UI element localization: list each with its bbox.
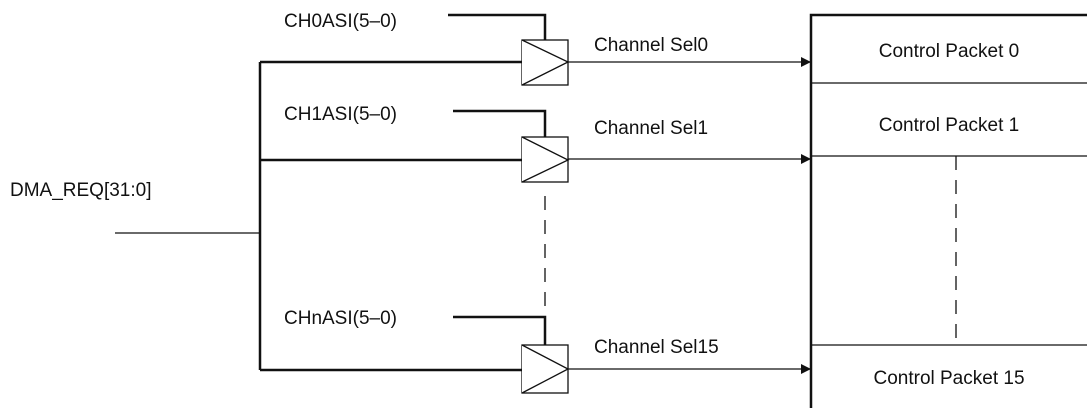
control-packet-15: Control Packet 15: [873, 368, 1024, 389]
channel-sel-label-1: Channel Sel1: [594, 118, 708, 139]
channel-sel-label-0: Channel Sel0: [594, 35, 708, 56]
asi-label-1: CH1ASI(5–0): [284, 104, 397, 125]
selector-15: CHnASI(5–0) Channel Sel15: [284, 308, 811, 394]
selector-1: CH1ASI(5–0) Channel Sel1: [284, 104, 811, 183]
input-bus-label: DMA_REQ[31:0]: [10, 180, 152, 201]
control-packet-table: Control Packet 0 Control Packet 1 Contro…: [809, 13, 1087, 408]
control-packet-0: Control Packet 0: [879, 41, 1019, 62]
channel-sel-label-15: Channel Sel15: [594, 337, 719, 358]
control-packet-table-border: [809, 13, 1087, 408]
asi-label-0: CH0ASI(5–0): [284, 11, 397, 32]
mux-triangle-1: [521, 136, 570, 183]
control-packet-1: Control Packet 1: [879, 115, 1019, 136]
asi-line-0: [448, 13, 547, 40]
selector-0: CH0ASI(5–0) Channel Sel0: [284, 11, 811, 86]
asi-line-15: [453, 315, 547, 345]
asi-line-1: [453, 109, 547, 137]
asi-label-15: CHnASI(5–0): [284, 308, 397, 329]
